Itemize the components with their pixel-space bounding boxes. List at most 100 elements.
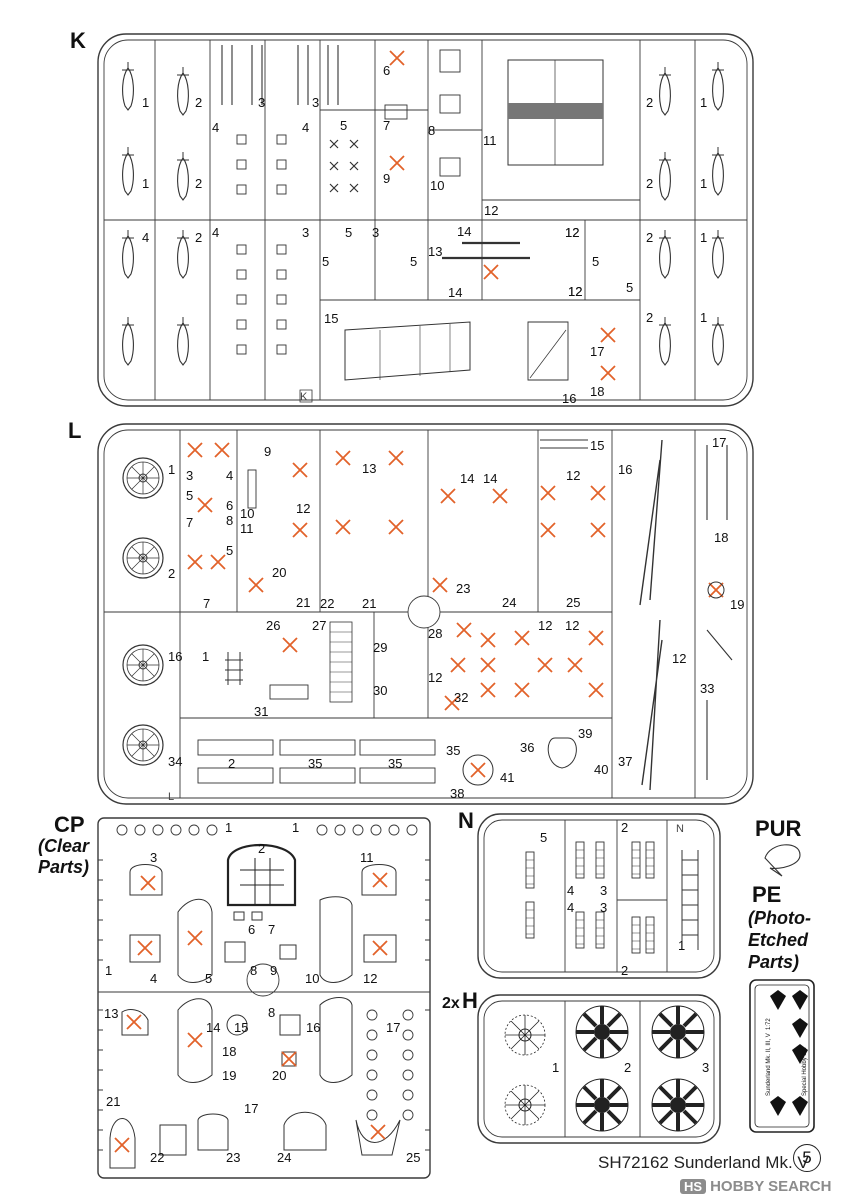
part-number-l: 29 [373,640,387,655]
part-number-l: 36 [520,740,534,755]
part-number-cp: 10 [305,971,319,986]
part-number-k: 8 [428,123,435,138]
part-number-k: 4 [302,120,309,135]
sprue-corner-mark: L [168,791,174,803]
part-number-k: 5 [322,254,329,269]
part-number-l: 30 [373,683,387,698]
part-number-n: 2 [621,963,628,978]
sprue-cp [97,817,431,1179]
sprue-cp-subtitle-line2: Parts) [38,857,89,877]
part-number-k: 2 [195,176,202,191]
part-number-k: 12 [484,203,498,218]
part-number-l: 1 [168,462,175,477]
part-number-l: 38 [450,786,464,801]
part-number-n: 4 [567,900,574,915]
sprue-n [477,813,721,979]
part-number-l: 18 [714,530,728,545]
part-number-cp: 6 [248,922,255,937]
pe-subtitle-line1: (Photo- [748,908,811,928]
part-number-l: 24 [502,595,516,610]
part-number-cp: 14 [206,1020,220,1035]
pe-fret-text-3: 1:72 [766,1018,772,1030]
part-number-k: 2 [646,310,653,325]
sprue-n-letter: N [458,808,474,833]
part-number-n: 3 [600,883,607,898]
part-number-k: 2 [646,230,653,245]
part-number-k: 14 [457,224,471,239]
part-number-n: 2 [621,820,628,835]
part-number-k: 2 [195,95,202,110]
sprue-h-letter: H [462,988,478,1013]
part-number-cp: 19 [222,1068,236,1083]
part-number-h: 1 [552,1060,559,1075]
pe-subtitle-line3: Parts) [748,952,799,972]
sprue-corner-mark: N [676,823,684,835]
part-number-l: 7 [203,596,210,611]
part-number-l: 3 [186,468,193,483]
part-number-k: 15 [324,311,338,326]
part-number-l: 13 [362,461,376,476]
part-number-k: 1 [142,176,149,191]
part-number-cp: 24 [277,1150,291,1165]
pe-fret: Sunderland Mk. II, III, V Special Hobby … [749,979,815,1133]
part-number-l: 21 [362,596,376,611]
part-number-l: 5 [226,543,233,558]
part-number-l: 40 [594,762,608,777]
part-number-k: 2 [646,95,653,110]
part-number-l: 33 [700,681,714,696]
part-number-k: 4 [142,230,149,245]
pe-letter: PE [752,882,781,907]
part-number-cp: 11 [360,850,374,865]
part-number-n: 3 [600,900,607,915]
part-number-k: 9 [383,171,390,186]
part-number-k: 12 [568,284,582,299]
watermark-logo: HS [680,1179,707,1194]
part-number-cp: 9 [270,963,277,978]
part-number-l: 12 [565,618,579,633]
part-number-l: 7 [186,515,193,530]
part-number-k: 3 [302,225,309,240]
part-number-k: 12 [565,225,579,240]
product-code: SH72162 Sunderland Mk. V [598,1153,809,1172]
part-number-k: 5 [340,118,347,133]
part-number-l: 17 [712,435,726,450]
part-number-n: 5 [540,830,547,845]
part-number-l: 39 [578,726,592,741]
part-number-l: 2 [168,566,175,581]
part-number-l: 32 [454,690,468,705]
part-number-cp: 16 [306,1020,320,1035]
part-number-l: 1 [202,649,209,664]
sprue-l [97,423,754,997]
part-number-l: 12 [428,670,442,685]
part-number-l: 31 [254,704,268,719]
part-number-cp: 17 [244,1101,258,1116]
page-number: 5 [793,1144,821,1172]
part-number-cp: 2 [258,841,265,856]
part-number-k: 1 [700,95,707,110]
part-number-k: 18 [590,384,604,399]
sprue-l-letter: L [68,418,81,443]
part-number-k: 6 [383,63,390,78]
pur-part [764,844,801,877]
part-number-k: 1 [700,230,707,245]
pe-subtitle-line2: Etched [748,930,809,950]
part-number-k: 2 [195,230,202,245]
part-number-l: 6 [226,498,233,513]
part-number-l: 5 [186,488,193,503]
part-number-k: 5 [592,254,599,269]
part-number-l: 23 [456,581,470,596]
part-number-cp: 18 [222,1044,236,1059]
part-number-l: 35 [388,756,402,771]
part-number-l: 4 [226,468,233,483]
part-number-l: 14 [460,471,474,486]
part-number-k: 4 [212,120,219,135]
part-number-l: 16 [618,462,632,477]
part-number-n: 1 [678,938,685,953]
sprue-cp-subtitle-line1: (Clear [38,836,90,856]
part-number-l: 28 [428,626,442,641]
part-number-cp: 17 [386,1020,400,1035]
part-number-cp: 8 [250,963,257,978]
pur-letter: PUR [755,816,802,841]
